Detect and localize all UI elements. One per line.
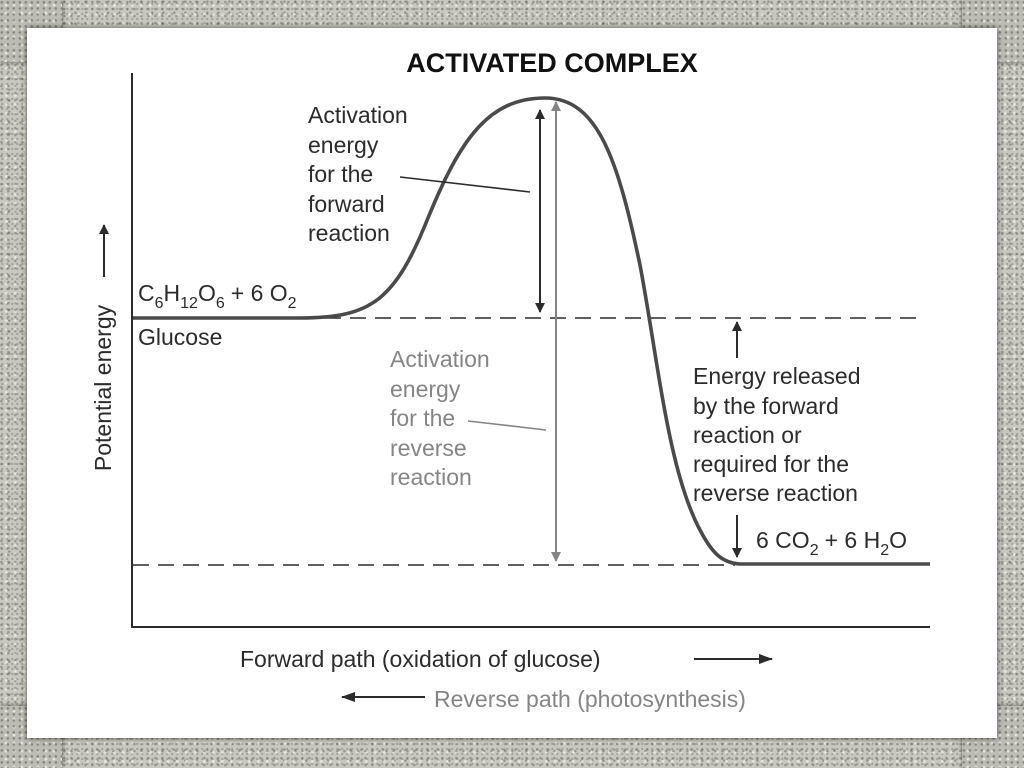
forward-activation-line-1: Activation [308,102,408,128]
reverse-activation-label: Activation energy for the reverse reacti… [390,346,490,490]
potential-energy-curve [133,96,930,566]
y-axis-label: Potential energy [90,304,116,471]
energy-released-line-4: required for the [693,451,849,477]
forward-activation-line-3: for the [308,161,373,187]
energy-released-line-5: reverse reaction [693,480,858,506]
energy-released-line-2: by the forward [693,393,839,419]
reverse-activation-line-5: reaction [390,464,472,490]
reverse-activation-line-3: for the [390,405,455,431]
forward-path-label: Forward path (oxidation of glucose) [240,646,601,672]
forward-activation-line-2: energy [308,132,379,158]
forward-activation-leader [399,176,531,193]
forward-activation-label: Activation energy for the forward reacti… [308,102,408,246]
reverse-activation-line-4: reverse [390,435,467,461]
forward-activation-line-5: reaction [308,220,390,246]
energy-released-line-3: reaction or [693,422,802,448]
diagram-title: ACTIVATED COMPLEX [406,48,698,78]
reverse-activation-leader [467,420,547,431]
reverse-activation-line-2: energy [390,376,461,402]
energy-released-line-1: Energy released [693,363,861,389]
forward-activation-line-4: forward [308,191,385,217]
reactant-formula: C6H12O6+ 6 O2 [138,280,297,312]
reverse-path-label: Reverse path (photosynthesis) [434,686,746,712]
energy-diagram: ACTIVATED COMPLEX Potential energy Activ… [90,48,930,712]
slide-panel: ACTIVATED COMPLEX Potential energy Activ… [27,28,997,738]
reactant-name: Glucose [138,324,222,350]
reverse-activation-line-1: Activation [390,346,490,372]
product-formula: 6 CO2+ 6 H2O [756,527,907,559]
energy-released-label: Energy released by the forward reaction … [693,363,861,506]
